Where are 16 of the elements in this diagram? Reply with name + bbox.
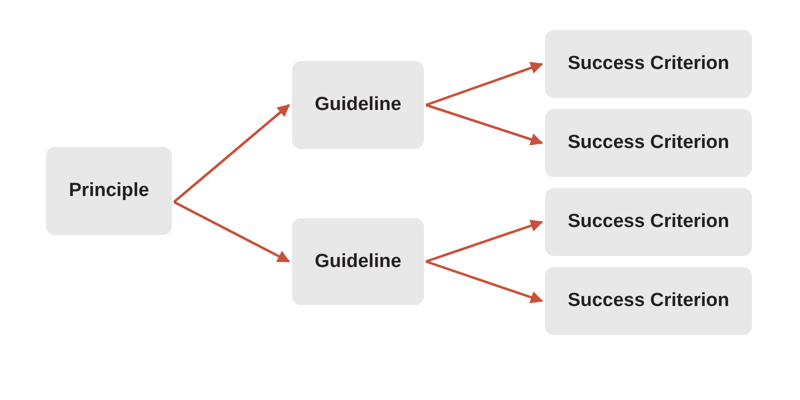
node-label: Success Criterion — [568, 211, 730, 233]
arrow — [426, 260, 544, 304]
node-label: Success Criterion — [568, 132, 730, 154]
arrow — [173, 200, 290, 263]
arrow — [426, 62, 544, 106]
node-label: Guideline — [314, 250, 402, 272]
arrow — [426, 104, 544, 146]
node-label: Principle — [68, 180, 150, 202]
process-box — [46, 147, 172, 235]
node-label: Success Criterion — [568, 53, 730, 75]
node-label: Success Criterion — [568, 290, 730, 312]
process-box — [292, 61, 424, 149]
arrow — [426, 220, 544, 263]
process-box — [292, 218, 424, 305]
node-label: Guideline — [314, 94, 402, 116]
arrow — [173, 104, 290, 203]
